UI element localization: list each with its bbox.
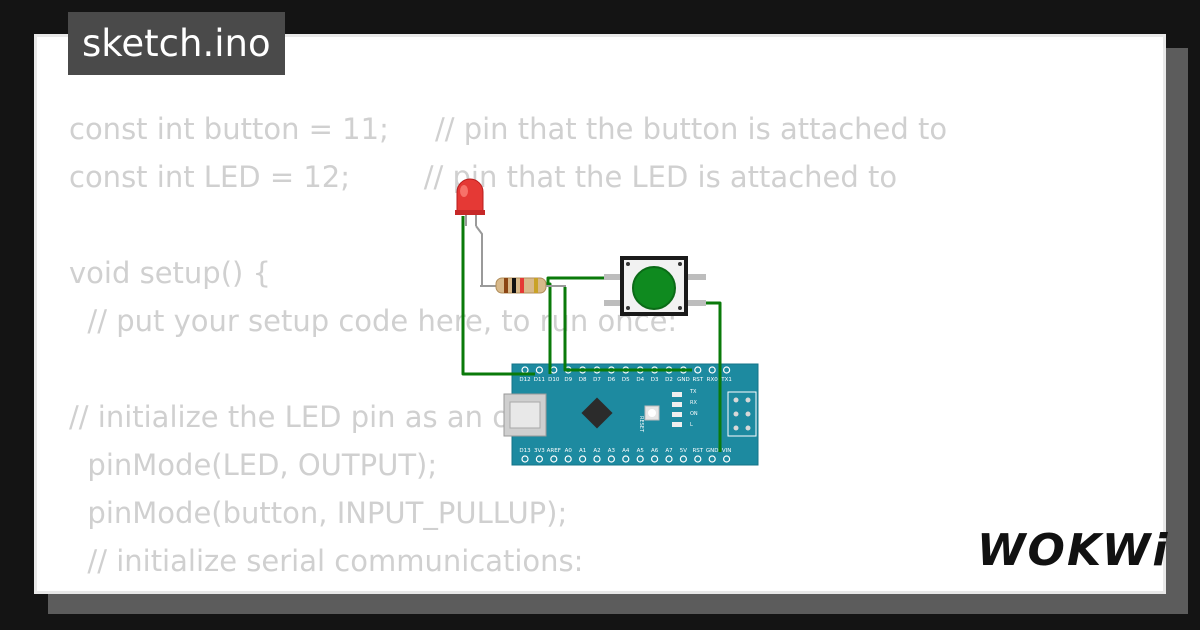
bottom-pin-label: A7 — [665, 448, 673, 454]
top-pin-label: TX1 — [720, 377, 732, 383]
reset-label: RESET — [638, 416, 644, 433]
top-pin-label: D6 — [608, 377, 616, 383]
top-pin-label: RST — [692, 377, 703, 383]
top-pin-hole — [708, 366, 716, 374]
code-block: const int button = 11; // pin that the b… — [69, 105, 948, 591]
top-pin-label: D2 — [665, 377, 673, 383]
bottom-pin-hole — [550, 455, 558, 463]
top-pin-label: D10 — [548, 377, 560, 383]
code-line: pinMode(button, INPUT_PULLUP); — [69, 496, 568, 530]
bottom-pin-hole — [665, 455, 673, 463]
bottom-pin-label: RST — [692, 448, 703, 454]
bottom-pin-hole — [722, 455, 731, 463]
bottom-pin-label: A3 — [608, 448, 616, 454]
microcontroller-chip — [581, 397, 613, 429]
bottom-pin-hole — [521, 455, 529, 463]
icsp-header — [727, 391, 757, 437]
led-label-on: ON — [690, 411, 698, 417]
bottom-pin-hole — [694, 455, 702, 463]
bottom-pin-hole — [564, 455, 572, 463]
top-pin-label: D12 — [519, 377, 530, 383]
green-pushbutton — [604, 256, 706, 316]
code-preview-card: const int button = 11; // pin that the b… — [34, 34, 1166, 594]
code-line: void setup() { — [69, 256, 271, 290]
code-line: const int LED = 12; // pin that the LED … — [69, 160, 898, 194]
top-pin-label: D9 — [564, 377, 572, 383]
top-pin-hole — [694, 366, 702, 374]
led-label-l: L — [690, 422, 693, 428]
bottom-pin-label: A2 — [593, 448, 600, 454]
bottom-pin-label: GND — [706, 448, 719, 454]
red-led — [455, 178, 498, 287]
bottom-pin-label: AREF — [547, 448, 561, 454]
wokwi-logo: WOKWi — [977, 525, 1170, 576]
top-pin-label: D11 — [534, 377, 545, 383]
wire-resistor-to-d11 — [540, 282, 552, 374]
bottom-pin-label: A1 — [579, 448, 586, 454]
status-leds — [672, 392, 682, 427]
bottom-pin-hole — [622, 455, 630, 463]
led-label-tx: TX — [689, 389, 697, 395]
top-pin-label: D3 — [651, 377, 659, 383]
bottom-pin-hole — [679, 455, 688, 463]
bottom-pin-hole — [593, 455, 601, 463]
bottom-pin-hole — [650, 455, 659, 463]
resistor — [480, 277, 566, 294]
top-pin-label: D8 — [579, 377, 587, 383]
bottom-pin-label: 3V3 — [534, 448, 545, 454]
file-name-tab: sketch.ino — [68, 12, 285, 75]
code-line: // put your setup code here, to run once… — [69, 304, 678, 338]
bottom-pin-label: A6 — [651, 448, 659, 454]
code-line: const int button = 11; // pin that the b… — [69, 112, 948, 146]
top-pin-label: D7 — [593, 377, 601, 383]
wire-led-to-d12 — [461, 216, 535, 376]
bottom-pin-label: D13 — [519, 448, 531, 454]
top-pin-hole — [722, 366, 731, 374]
top-pin-hole — [521, 366, 529, 374]
code-line: pinMode(LED, OUTPUT); — [69, 448, 438, 482]
bottom-pin-label: A4 — [622, 448, 630, 454]
bottom-pin-label: VIN — [722, 448, 732, 454]
top-pin-label: D5 — [622, 377, 630, 383]
top-pin-hole — [550, 366, 558, 374]
bottom-pin-hole — [636, 455, 644, 463]
top-pin-hole — [535, 366, 544, 374]
led-label-rx: RX — [690, 400, 697, 406]
code-line: // initialize serial communications: — [69, 544, 584, 578]
wire-resistor-to-button — [546, 276, 605, 284]
bottom-pin-hole — [578, 455, 587, 463]
bottom-pin-hole — [535, 455, 544, 463]
bottom-pin-label: A0 — [565, 448, 573, 454]
wire-d10-to-gnd — [563, 287, 692, 372]
top-pin-label: GND — [677, 377, 690, 383]
top-pin-label: RX0 — [707, 377, 719, 383]
bottom-pin-hole — [708, 455, 716, 463]
bottom-pin-hole — [607, 455, 616, 463]
top-pin-label: D4 — [636, 377, 644, 383]
bottom-pin-label: A5 — [637, 448, 645, 454]
bottom-pin-label: 5V — [680, 448, 687, 454]
